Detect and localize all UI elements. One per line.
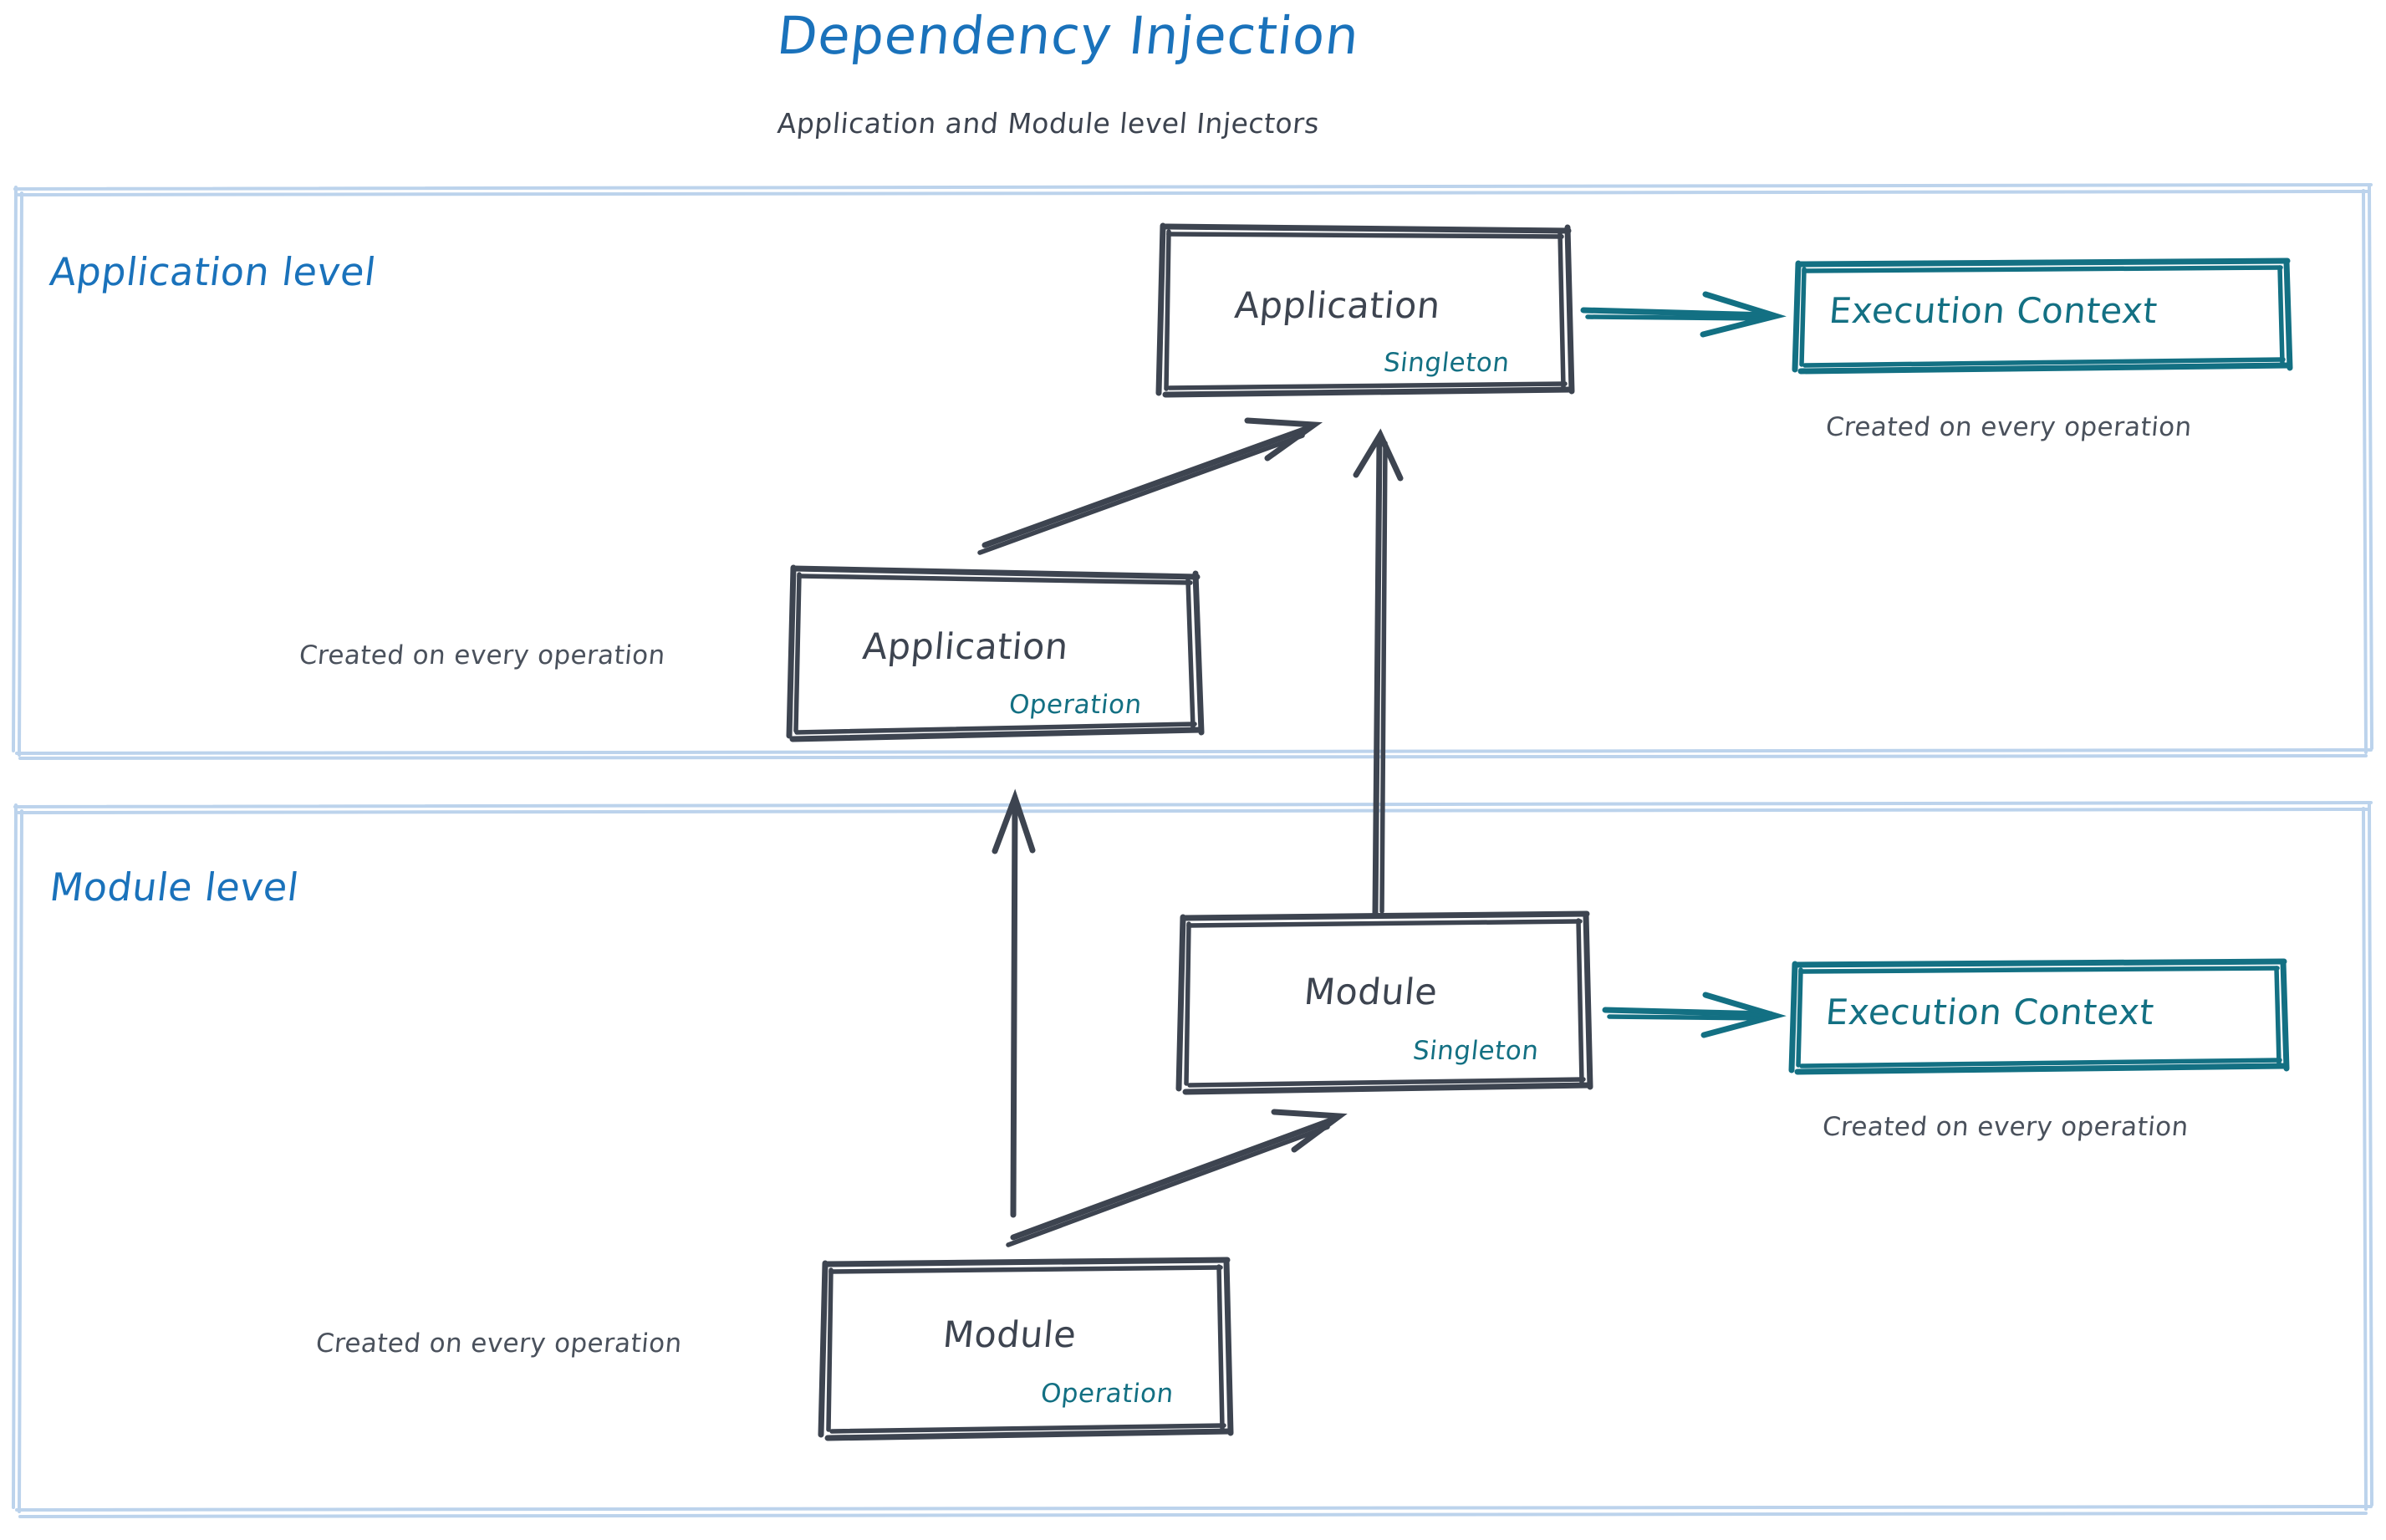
node-title-execution-context-app: Execution Context — [1827, 290, 2159, 331]
panel-module-level-border — [12, 801, 2373, 1518]
node-title-module-singleton: Module — [1302, 971, 1440, 1013]
node-scope-module-operation: Operation — [1039, 1379, 1175, 1409]
node-scope-application-singleton: Singleton — [1382, 348, 1512, 378]
panel-label-module-level: Module level — [47, 864, 302, 910]
node-title-application-operation: Application — [860, 626, 1070, 668]
page-title: Dependency Injection — [774, 5, 1363, 66]
node-title-execution-context-module: Execution Context — [1823, 992, 2156, 1033]
arrow-module-operation-to-application-level — [992, 788, 1036, 1218]
arrow-module-operation-to-module-singleton — [1006, 1109, 1348, 1247]
page-subtitle: Application and Module level Injectors — [776, 107, 1321, 140]
node-scope-module-singleton: Singleton — [1411, 1036, 1541, 1066]
caption-application-operation: Created on every operation — [298, 640, 667, 671]
arrow-module-singleton-to-app-singleton — [1353, 428, 1404, 917]
caption-execution-context-module: Created on every operation — [1821, 1112, 2190, 1142]
caption-module-operation: Created on every operation — [314, 1328, 684, 1359]
node-title-application-singleton: Application — [1232, 285, 1442, 327]
arrow-app-singleton-to-exec-context — [1580, 291, 1787, 338]
panel-label-application-level: Application level — [47, 249, 379, 294]
arrow-module-singleton-to-exec-context — [1602, 992, 1787, 1038]
arrow-app-operation-to-app-singleton — [977, 417, 1323, 555]
node-scope-application-operation: Operation — [1007, 690, 1144, 720]
caption-execution-context-app: Created on every operation — [1824, 412, 2194, 442]
node-title-module-operation: Module — [941, 1314, 1078, 1356]
